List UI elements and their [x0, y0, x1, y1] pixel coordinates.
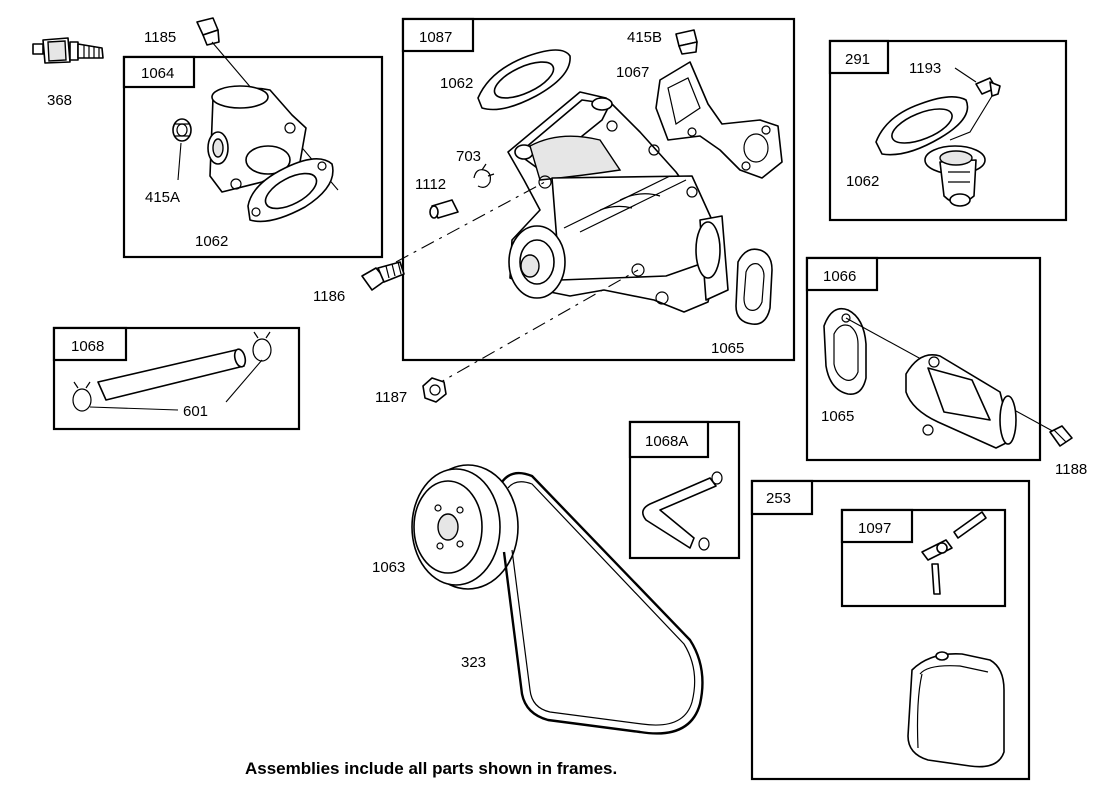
frame-253: 253 [750, 479, 1031, 781]
diagram-caption: Assemblies include all parts shown in fr… [245, 759, 617, 778]
callout-1187: 1187 [375, 389, 407, 406]
screw-icon [196, 17, 220, 46]
callout-1188: 1188 [1055, 461, 1087, 478]
frame-1068-label: 1068 [71, 338, 104, 355]
frame-1064: 1064 [122, 55, 384, 259]
callout-1062-top: 1062 [440, 75, 473, 92]
hose-clamp-icon [698, 537, 710, 551]
gasket-icon [477, 49, 571, 111]
callout-1186: 1186 [313, 288, 345, 305]
gasket-icon [823, 307, 867, 395]
callout-1193: 1193 [909, 60, 941, 77]
callout-1062-left: 1062 [195, 233, 228, 250]
thermostat-icon [924, 145, 986, 207]
pipe-plug-icon [675, 29, 698, 55]
gasket-icon [735, 248, 773, 325]
pulley-icon [411, 464, 519, 590]
callout-601: 601 [183, 403, 208, 420]
frame-1066-label: 1066 [823, 268, 856, 285]
nut-icon [422, 377, 447, 403]
water-pump-icon [507, 91, 729, 313]
water-outlet-icon [207, 85, 307, 193]
frame-1068a-label: 1068A [645, 433, 688, 450]
hose-clamp-icon [711, 471, 723, 485]
callout-1063: 1063 [372, 559, 405, 576]
callout-1065-mid: 1065 [711, 340, 744, 357]
callout-415b: 415B [627, 29, 662, 46]
callout-1067: 1067 [616, 64, 649, 81]
dowel-pin-icon [429, 199, 459, 219]
coolant-tank-icon [907, 651, 1005, 768]
callout-1185: 1185 [144, 29, 176, 46]
tee-fitting-icon [921, 511, 987, 595]
hose-clamp-icon [72, 381, 92, 412]
callout-368: 368 [47, 92, 72, 109]
hose-clamp-icon [473, 163, 495, 188]
screw-icon [975, 77, 1001, 97]
belt-icon [501, 471, 704, 735]
temperature-sender-icon [32, 37, 104, 64]
hose-clamp-icon [252, 331, 272, 362]
gasket-icon [247, 158, 334, 223]
hose-icon [97, 348, 247, 401]
frame-291: 291 [828, 39, 1068, 222]
callout-1065-right: 1065 [821, 408, 854, 425]
frame-1068: 1068 [52, 326, 301, 431]
frame-253-label: 253 [766, 490, 791, 507]
frame-1087-label: 1087 [419, 29, 452, 46]
frame-1066: 1066 [805, 256, 1042, 462]
gasket-icon [875, 96, 969, 156]
frame-1068a: 1068A [628, 420, 741, 560]
callout-1062-right: 1062 [846, 173, 879, 190]
water-outlet-icon [905, 354, 1017, 449]
callout-323: 323 [461, 654, 486, 671]
callout-703: 703 [456, 148, 481, 165]
pipe-plug-icon [172, 118, 192, 142]
gasket-icon [655, 61, 783, 179]
frame-1064-label: 1064 [141, 65, 174, 82]
bolt-icon [361, 261, 405, 291]
callout-1112: 1112 [415, 176, 446, 193]
frame-1087: 1087 [401, 17, 796, 362]
hose-icon [642, 477, 717, 549]
callout-415a: 415A [145, 189, 180, 206]
frame-291-label: 291 [845, 51, 870, 68]
bolt-icon [1049, 425, 1073, 447]
frame-1097: 1097 [840, 508, 1007, 608]
frame-1097-label: 1097 [858, 520, 891, 537]
